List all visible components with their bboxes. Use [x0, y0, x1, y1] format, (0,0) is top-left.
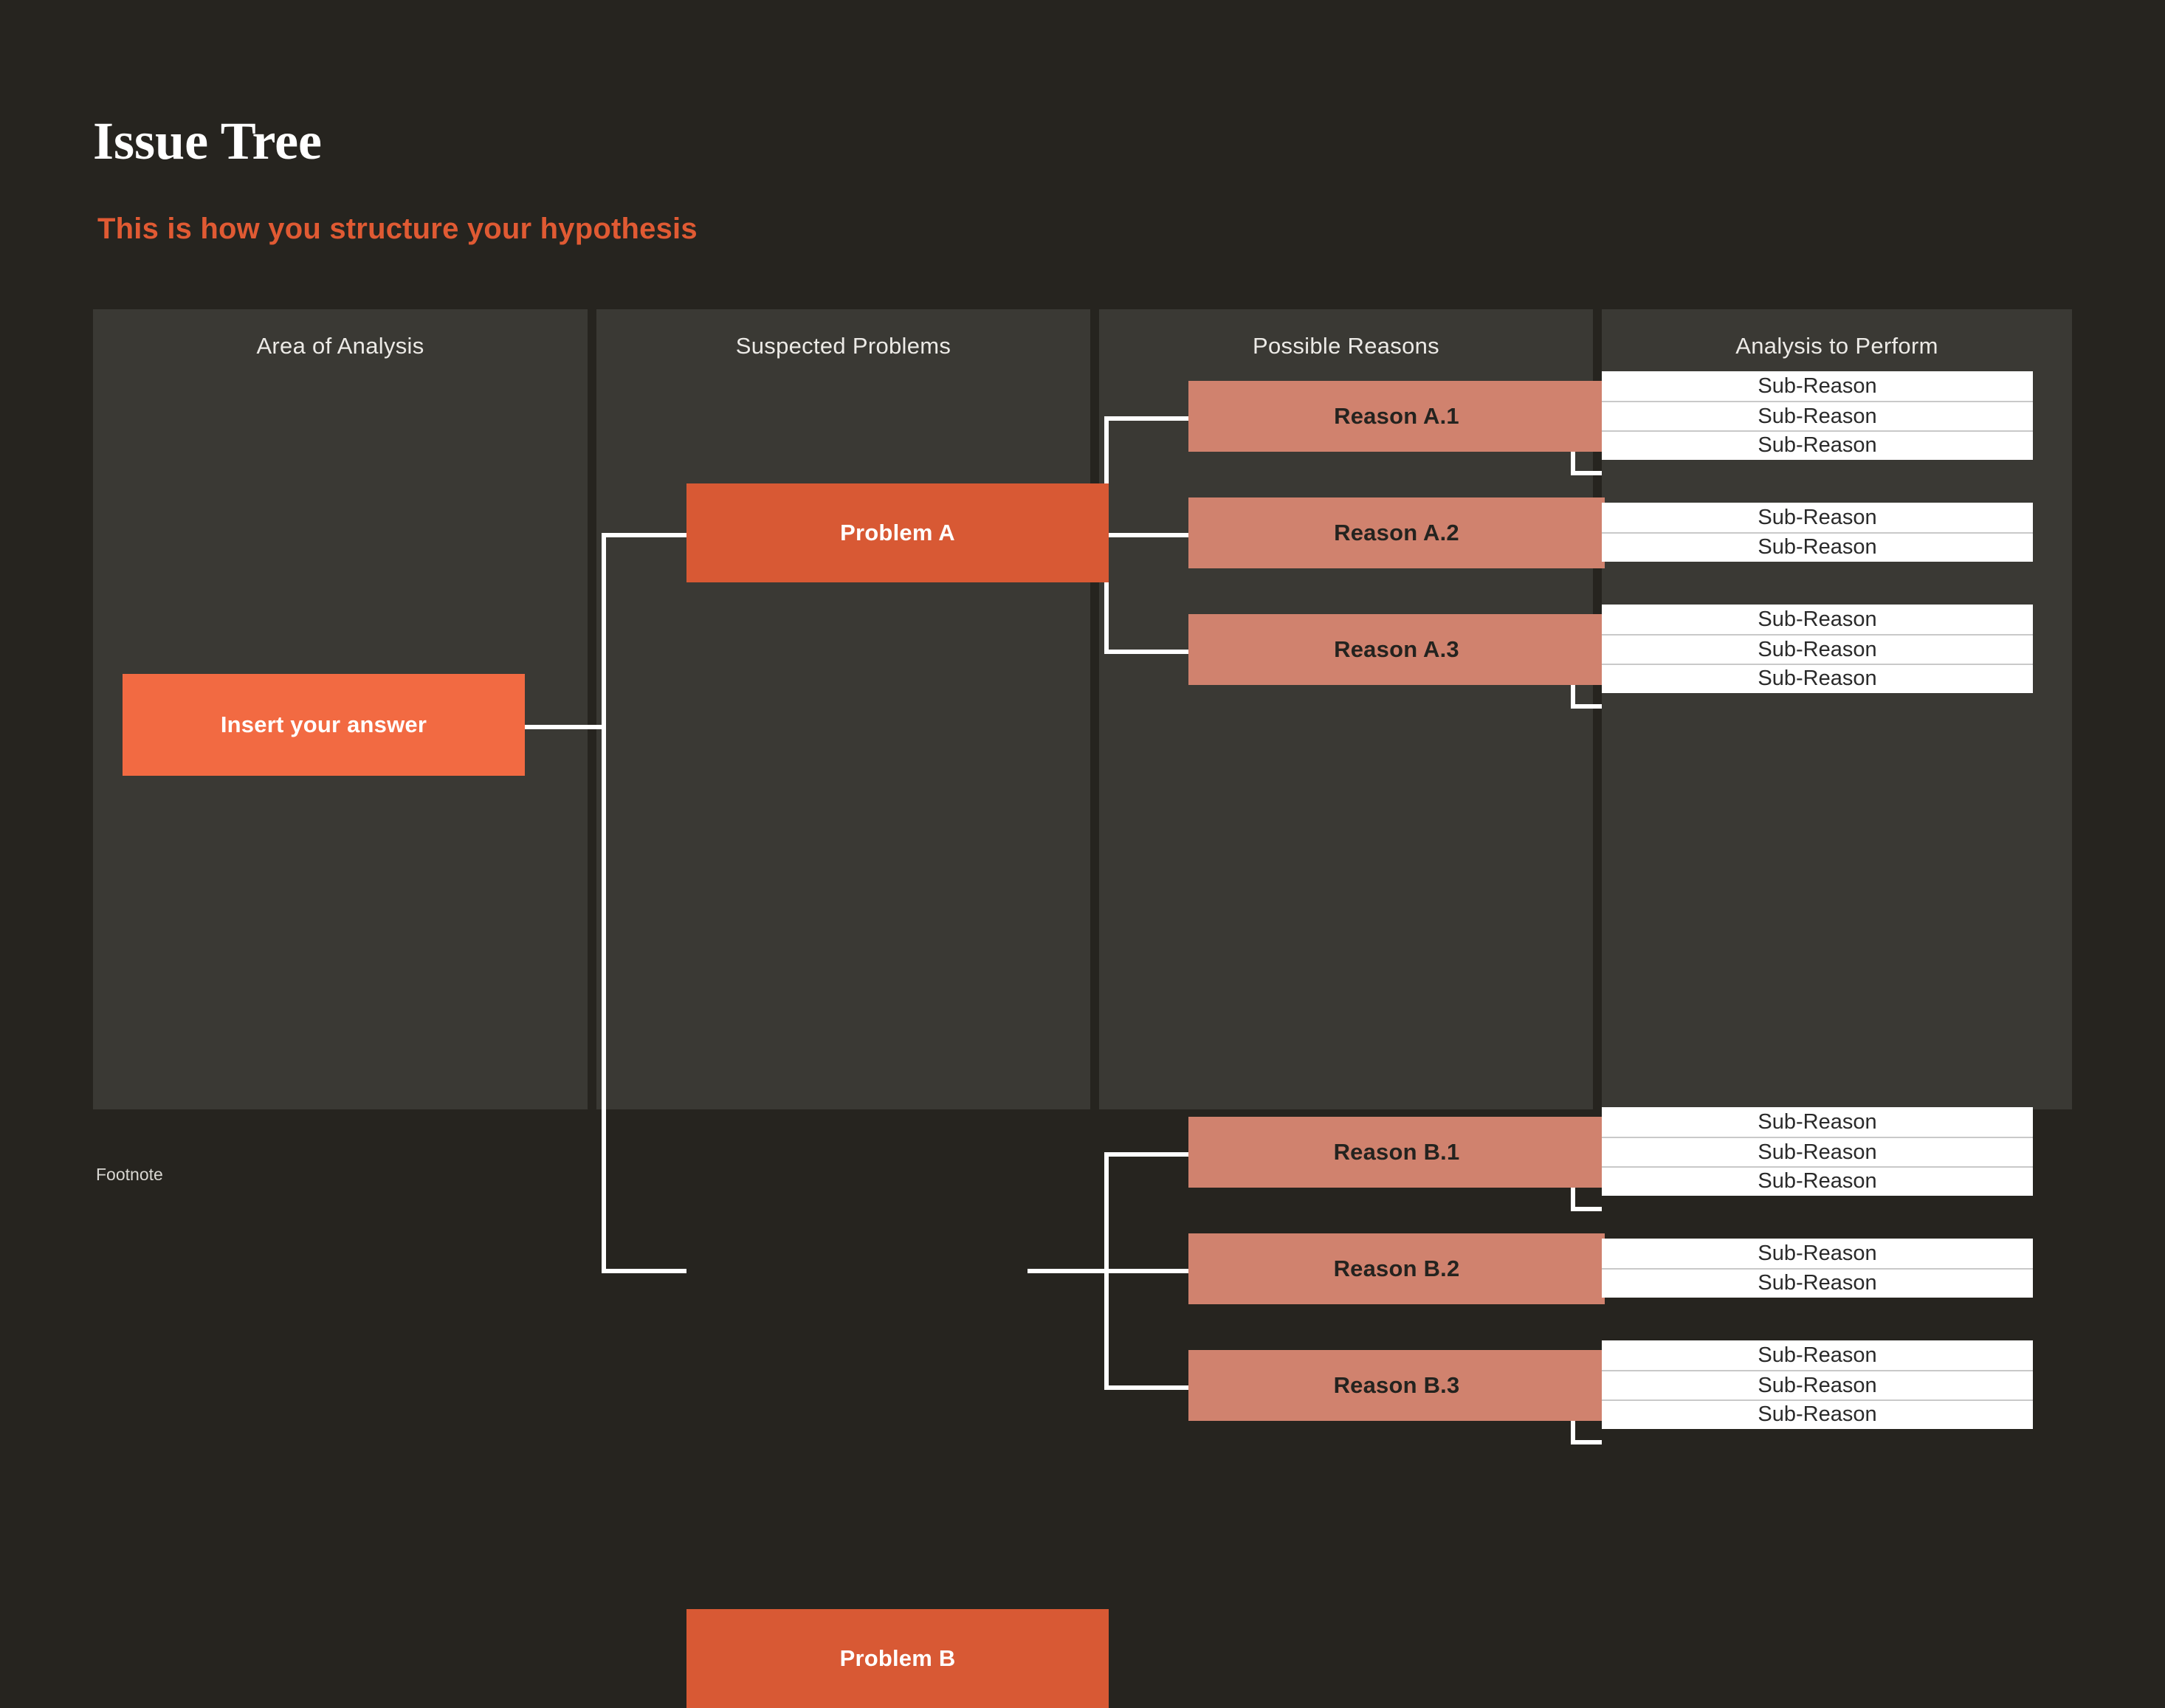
columns-container: Area of Analysis Suspected Problems Poss…	[93, 309, 2072, 1708]
node-reason-b1[interactable]: Reason B.1	[1188, 1117, 1605, 1188]
subreason-label: Sub-Reason	[1758, 637, 1877, 661]
subreason-row[interactable]: Sub-Reason	[1602, 1166, 2033, 1194]
subreason-row[interactable]: Sub-Reason	[1602, 664, 2033, 692]
subreason-label: Sub-Reason	[1758, 1343, 1877, 1367]
connector-reason-b3-branch-3	[1571, 1440, 1602, 1444]
subreason-label: Sub-Reason	[1758, 1241, 1877, 1265]
subreason-row[interactable]: Sub-Reason	[1602, 1340, 2033, 1370]
column-header-analysis-to-perform: Analysis to Perform	[1735, 333, 1938, 359]
subreason-row[interactable]: Sub-Reason	[1602, 1107, 2033, 1137]
subreason-label: Sub-Reason	[1758, 1109, 1877, 1134]
node-reason-b2[interactable]: Reason B.2	[1188, 1233, 1605, 1304]
subreason-row[interactable]: Sub-Reason	[1602, 371, 2033, 401]
node-reason-a3-label: Reason A.3	[1334, 636, 1459, 662]
connector-reason-b1-branch-3	[1571, 1207, 1602, 1211]
connector-reason-a3-branch-3	[1571, 704, 1602, 709]
node-reason-b3[interactable]: Reason B.3	[1188, 1350, 1605, 1421]
node-reason-a1-label: Reason A.1	[1334, 403, 1459, 429]
subreason-row[interactable]: Sub-Reason	[1602, 634, 2033, 664]
column-panel-suspected-problems: Suspected Problems	[596, 309, 1090, 1109]
subreason-group-b3: Sub-Reason Sub-Reason Sub-Reason	[1602, 1340, 2033, 1429]
node-problem-b[interactable]: Problem B	[686, 1609, 1109, 1708]
connector-reason-a1-branch-3	[1571, 471, 1602, 475]
subreason-row[interactable]: Sub-Reason	[1602, 503, 2033, 532]
connector-problem-b-branch-1	[1104, 1152, 1188, 1157]
subreason-group-a1: Sub-Reason Sub-Reason Sub-Reason	[1602, 371, 2033, 460]
page-subtitle: This is how you structure your hypothesi…	[97, 213, 698, 245]
subreason-label: Sub-Reason	[1758, 607, 1877, 631]
node-reason-a2[interactable]: Reason A.2	[1188, 497, 1605, 568]
subreason-row[interactable]: Sub-Reason	[1602, 605, 2033, 634]
node-reason-a2-label: Reason A.2	[1334, 520, 1459, 545]
column-header-suspected-problems: Suspected Problems	[735, 333, 951, 359]
connector-problem-a-branch-1	[1104, 416, 1188, 421]
subreason-group-b1: Sub-Reason Sub-Reason Sub-Reason	[1602, 1107, 2033, 1196]
subreason-label: Sub-Reason	[1758, 1168, 1877, 1193]
subreason-label: Sub-Reason	[1758, 1270, 1877, 1295]
subreason-row[interactable]: Sub-Reason	[1602, 1137, 2033, 1166]
page-title: Issue Tree	[93, 111, 323, 171]
node-reason-a3[interactable]: Reason A.3	[1188, 614, 1605, 685]
node-problem-a[interactable]: Problem A	[686, 483, 1109, 582]
node-root-label: Insert your answer	[220, 712, 427, 737]
subreason-row[interactable]: Sub-Reason	[1602, 532, 2033, 560]
footnote: Footnote	[96, 1165, 163, 1184]
connector-problem-b-branch-3	[1104, 1385, 1188, 1390]
connector-root-stem	[525, 725, 606, 729]
subreason-label: Sub-Reason	[1758, 1140, 1877, 1164]
subreason-label: Sub-Reason	[1758, 373, 1877, 398]
column-header-area-of-analysis: Area of Analysis	[256, 333, 424, 359]
subreason-label: Sub-Reason	[1758, 404, 1877, 428]
node-problem-b-label: Problem B	[839, 1645, 956, 1671]
node-reason-a1[interactable]: Reason A.1	[1188, 381, 1605, 452]
node-problem-a-label: Problem A	[840, 520, 955, 545]
column-header-possible-reasons: Possible Reasons	[1253, 333, 1439, 359]
subreason-group-a3: Sub-Reason Sub-Reason Sub-Reason	[1602, 605, 2033, 693]
subreason-row[interactable]: Sub-Reason	[1602, 430, 2033, 458]
subreason-label: Sub-Reason	[1758, 1402, 1877, 1426]
node-root-insert-your-answer[interactable]: Insert your answer	[123, 674, 525, 776]
node-reason-b1-label: Reason B.1	[1333, 1139, 1460, 1165]
connector-root-spine	[602, 533, 606, 1273]
issue-tree-slide: Issue Tree This is how you structure you…	[93, 111, 2072, 1708]
connector-root-branch-problem-b	[602, 1269, 686, 1273]
subreason-row[interactable]: Sub-Reason	[1602, 1268, 2033, 1296]
subreason-label: Sub-Reason	[1758, 666, 1877, 690]
connector-root-branch-problem-a	[602, 533, 686, 537]
subreason-label: Sub-Reason	[1758, 433, 1877, 457]
subreason-label: Sub-Reason	[1758, 534, 1877, 559]
subreason-row[interactable]: Sub-Reason	[1602, 1399, 2033, 1428]
connector-problem-a-branch-3	[1104, 650, 1188, 654]
node-reason-b2-label: Reason B.2	[1333, 1256, 1460, 1281]
subreason-label: Sub-Reason	[1758, 1373, 1877, 1397]
subreason-row[interactable]: Sub-Reason	[1602, 1370, 2033, 1399]
subreason-row[interactable]: Sub-Reason	[1602, 401, 2033, 430]
connector-problem-b-branch-2	[1104, 1269, 1188, 1273]
subreason-group-b2: Sub-Reason Sub-Reason	[1602, 1239, 2033, 1298]
node-reason-b3-label: Reason B.3	[1333, 1372, 1460, 1398]
subreason-group-a2: Sub-Reason Sub-Reason	[1602, 503, 2033, 562]
subreason-row[interactable]: Sub-Reason	[1602, 1239, 2033, 1268]
subreason-label: Sub-Reason	[1758, 505, 1877, 529]
connector-problem-b-stem	[1028, 1269, 1109, 1273]
connector-problem-a-branch-2	[1104, 533, 1188, 537]
